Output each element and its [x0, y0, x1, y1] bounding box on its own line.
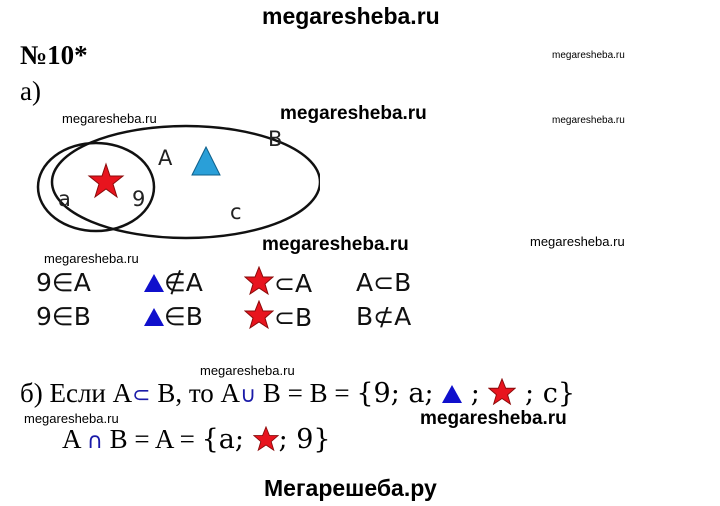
- relation-2: ∉A: [144, 268, 203, 297]
- watermark: megaresheba.ru: [552, 115, 625, 126]
- watermark: megaresheba.ru: [262, 234, 409, 255]
- part-b-line-2: A ∩ B = A = {a; ; 9}: [62, 424, 331, 455]
- element-9: 9: [132, 187, 145, 211]
- relation-3: ⊂A: [244, 266, 312, 298]
- watermark: megaresheba.ru: [552, 50, 625, 61]
- set-a-ellipse: [36, 141, 156, 233]
- triangle-icon: [144, 274, 164, 292]
- part-b-line-1: б) Если A⊂ B, то A∪ B = B = {9; a; ; ; c…: [20, 378, 576, 409]
- watermark: megaresheba.ru: [24, 411, 119, 426]
- star-icon: [244, 266, 274, 296]
- euler-diagram: A B a 9 c: [36, 124, 320, 240]
- union-symbol: ∪: [240, 383, 257, 408]
- subset-symbol: ⊂: [132, 383, 151, 408]
- element-a: a: [58, 187, 71, 211]
- element-c: c: [230, 200, 242, 224]
- watermark: megaresheba.ru: [62, 111, 157, 126]
- triangle-icon: [144, 308, 164, 326]
- header-site: megaresheba.ru: [262, 3, 440, 29]
- relation-7: ⊂B: [244, 300, 312, 332]
- relation-1: 9∈A: [36, 268, 91, 297]
- triangle-icon: [442, 385, 463, 403]
- watermark: megaresheba.ru: [280, 103, 427, 124]
- intersection-symbol: ∩: [86, 429, 103, 454]
- watermark: megaresheba.ru: [530, 234, 625, 249]
- relation-4: A⊂B: [356, 268, 412, 297]
- watermark: megaresheba.ru: [44, 251, 139, 266]
- relation-8: B⊄A: [356, 302, 412, 331]
- watermark: megaresheba.ru: [420, 408, 567, 429]
- footer-site: Мегарешеба.ру: [264, 475, 437, 501]
- part-b-label: б): [20, 378, 43, 408]
- star-icon: [244, 300, 274, 330]
- star-icon: [252, 426, 279, 452]
- relation-5: 9∈B: [36, 302, 91, 331]
- set-b-ellipse: [50, 124, 320, 240]
- star-icon: [87, 162, 125, 199]
- watermark: megaresheba.ru: [200, 363, 295, 378]
- star-icon: [488, 378, 517, 406]
- triangle-icon: [191, 145, 221, 176]
- label-a-set: A: [158, 146, 173, 170]
- label-b-set: B: [268, 127, 282, 151]
- problem-number: №10*: [20, 40, 88, 70]
- relation-6: ∈B: [144, 302, 203, 331]
- part-a-label: а): [20, 76, 41, 106]
